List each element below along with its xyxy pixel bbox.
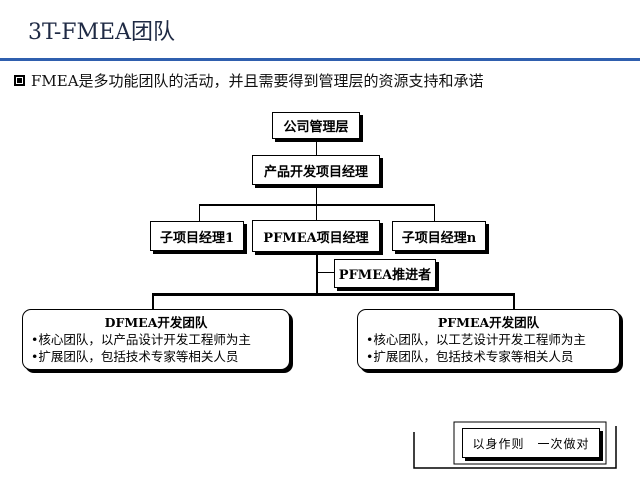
dfmea-team-box: DFMEA开发团队 •核心团队，以产品设计开发工程师为主 •扩展团队，包括技术专… [22, 309, 290, 370]
slide-title: 3T-FMEA团队 [28, 20, 176, 45]
connector-pm-bus [316, 185, 317, 205]
bullet-point: FMEA是多功能团队的活动，并且需要得到管理层的资源支持和承诺 [14, 70, 484, 91]
company-management-box: 公司管理层 [272, 112, 360, 139]
motto-bracket-graphic [413, 421, 617, 469]
pfmea-project-manager-box: PFMEA项目经理 [252, 220, 380, 252]
pfmea-team-title: PFMEA开发团队 [437, 315, 540, 330]
pfmea-team-box: PFMEA开发团队 •核心团队，以工艺设计开发工程师为主 •扩展团队，包括技术专… [357, 309, 620, 370]
connector-sub1-drop [199, 204, 200, 221]
pfmea-extended-team: •扩展团队，包括技术专家等相关人员 [366, 349, 574, 364]
title-underline [0, 58, 640, 61]
sub-project-manager-1-box: 子项目经理1 [150, 221, 244, 251]
connector-pfmea-drop [316, 204, 317, 221]
sub-project-manager-n-box: 子项目经理n [392, 221, 486, 251]
pfmea-facilitator-box: PFMEA推进者 [334, 259, 436, 288]
connector-sub-bus [199, 204, 435, 206]
connector-pfmea-team-drop [513, 293, 515, 309]
dfmea-core-team: •核心团队，以产品设计开发工程师为主 [31, 332, 251, 347]
motto-box: 以身作则 一次做对 [462, 428, 600, 458]
dfmea-extended-team: •扩展团队，包括技术专家等相关人员 [31, 349, 239, 364]
bullet-text: FMEA是多功能团队的活动，并且需要得到管理层的资源支持和承诺 [31, 72, 484, 90]
square-bullet-icon [14, 75, 25, 86]
pfmea-core-team: •核心团队，以工艺设计开发工程师为主 [366, 332, 586, 347]
dfmea-team-title: DFMEA开发团队 [104, 315, 208, 330]
connector-facilitator [316, 272, 334, 273]
connector-subn-drop [434, 204, 435, 221]
connector-pfmea-down [316, 252, 318, 294]
connector-top-pm [316, 138, 317, 155]
connector-team-bus [152, 293, 515, 296]
connector-dfmea-drop [152, 293, 154, 309]
product-pm-box: 产品开发项目经理 [252, 155, 380, 185]
